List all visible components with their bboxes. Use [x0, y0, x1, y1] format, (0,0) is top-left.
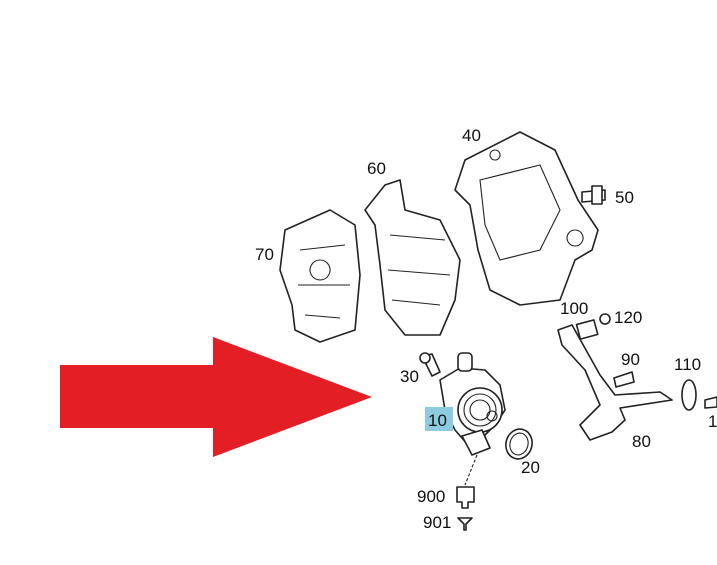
callout-90[interactable]: 90: [621, 350, 640, 369]
part-901-plug: [457, 517, 473, 531]
part-110-mount: [681, 379, 697, 411]
part-10-pump: [439, 352, 506, 486]
part-80-bracket: [557, 324, 673, 441]
callout-partial[interactable]: 1: [708, 412, 717, 431]
part-70-cover: [279, 209, 361, 343]
callout-30[interactable]: 30: [400, 367, 419, 386]
callout-901[interactable]: 901: [423, 513, 451, 532]
highlight-box-10: [425, 407, 453, 431]
part-60-cover: [364, 179, 461, 336]
part-30-bolt: [419, 352, 441, 377]
callout-40[interactable]: 40: [462, 126, 481, 145]
callout-60[interactable]: 60: [367, 159, 386, 178]
part-90-bolt: [613, 371, 635, 388]
part-20-seal-ring: [505, 428, 533, 460]
callout-900[interactable]: 900: [417, 487, 445, 506]
part-120-nut: [599, 313, 611, 325]
part-partial-bolt: [704, 396, 717, 409]
part-50-bolt: [581, 185, 606, 205]
callout-100[interactable]: 100: [560, 299, 588, 318]
part-20-seal-inner: [509, 432, 529, 456]
callout-120[interactable]: 120: [614, 308, 642, 327]
part-40-bracket: [454, 131, 599, 306]
callout-50[interactable]: 50: [615, 188, 634, 207]
pointer-arrow: [60, 337, 372, 457]
part-900-connector: [456, 486, 475, 509]
callout-70[interactable]: 70: [255, 245, 274, 264]
callout-10[interactable]: 10: [428, 411, 447, 430]
callout-80[interactable]: 80: [632, 432, 651, 451]
callout-20[interactable]: 20: [521, 458, 540, 477]
part-100-mount: [575, 319, 599, 340]
callout-110[interactable]: 110: [674, 355, 701, 374]
